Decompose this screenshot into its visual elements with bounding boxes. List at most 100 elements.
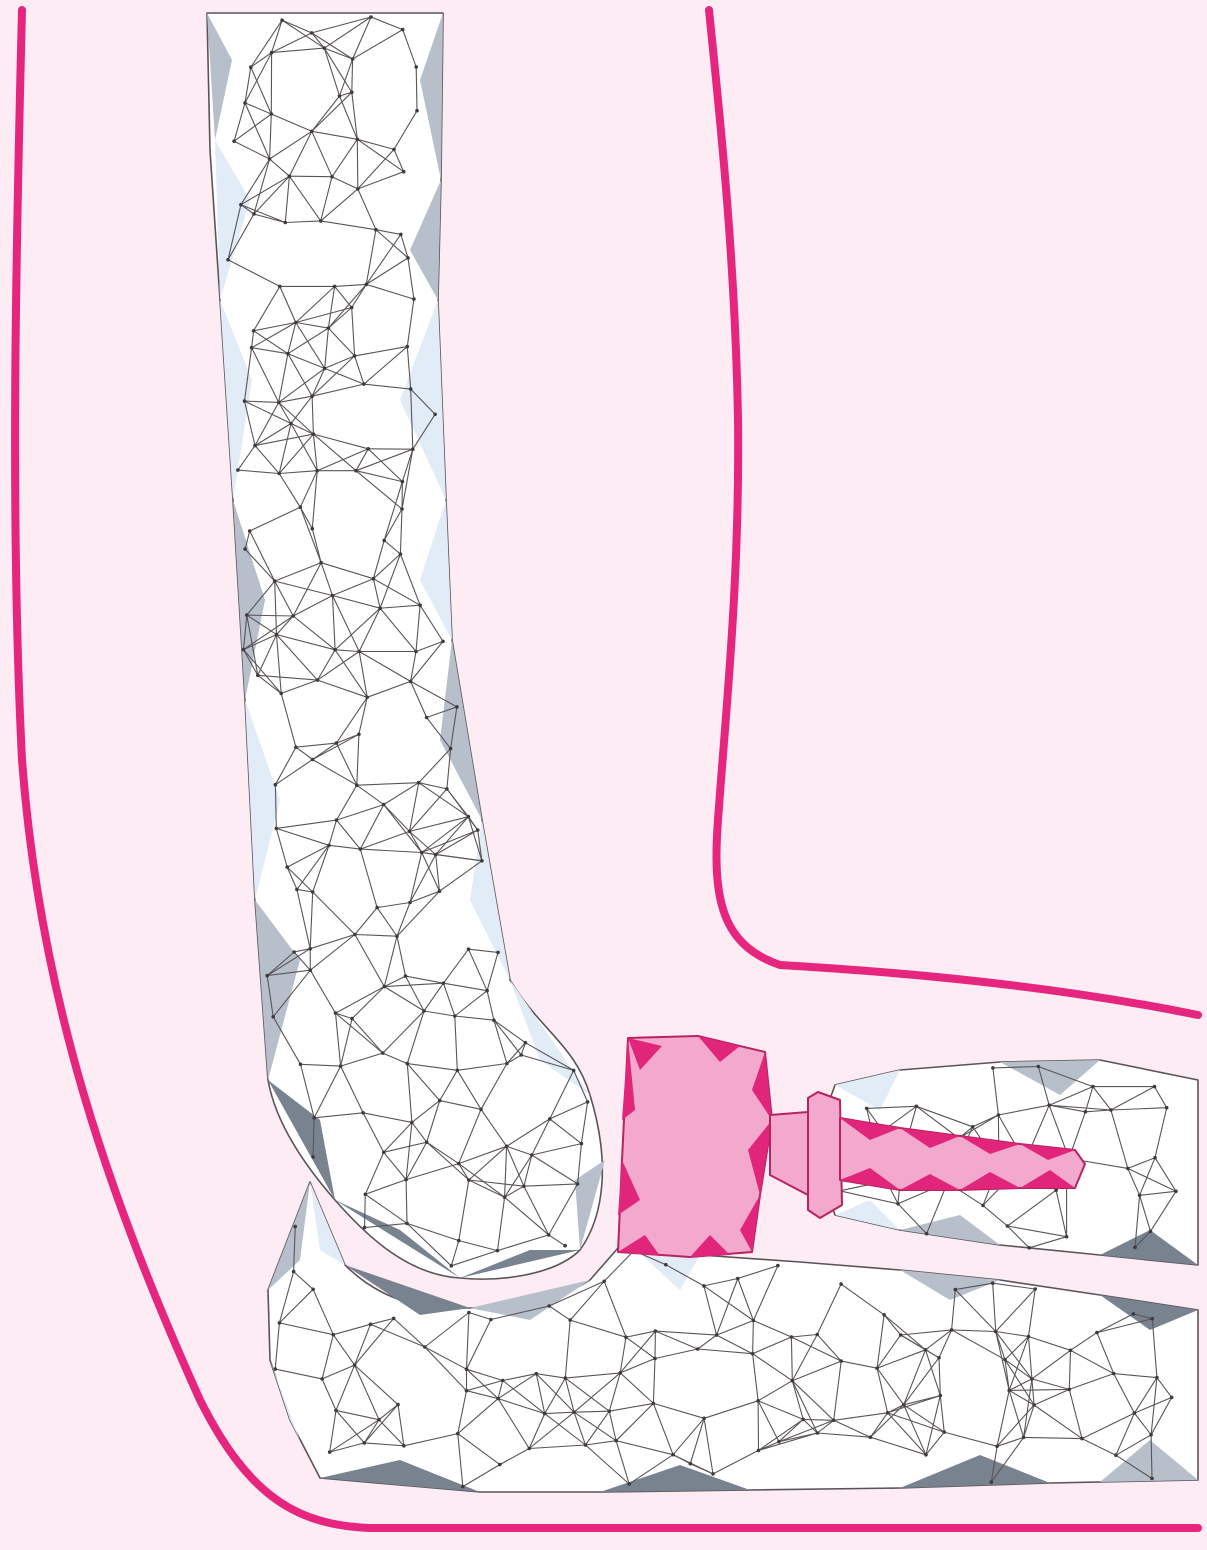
mesh-vertex [433,413,437,417]
mesh-vertex [364,1193,368,1197]
mesh-vertex [311,890,315,894]
mesh-vertex [572,1069,576,1073]
mesh-vertex [1155,1376,1159,1380]
mesh-vertex [273,579,277,583]
mesh-vertex [1080,1437,1084,1441]
mesh-vertex [991,1066,995,1070]
mesh-vertex [310,31,314,35]
mesh-vertex [1065,1235,1069,1239]
mesh-vertex [292,1270,296,1274]
mesh-vertex [702,1417,706,1421]
mesh-vertex [232,139,236,143]
mesh-vertex [438,889,442,893]
mesh-vertex [299,505,303,509]
mesh-vertex [414,65,418,69]
mesh-vertex [330,175,334,179]
mesh-vertex [465,1389,469,1393]
mesh-vertex [865,1107,869,1111]
mesh-vertex [409,680,413,684]
mesh-vertex [1027,1246,1031,1250]
mesh-vertex [350,306,354,310]
mesh-vertex [1084,1110,1088,1114]
mesh-vertex [319,561,323,565]
mesh-vertex [832,1419,836,1423]
mesh-vertex [350,91,354,95]
mesh-vertex [236,468,240,472]
mesh-vertex [412,297,416,301]
mesh-vertex [252,329,256,333]
mesh-vertex [279,692,283,696]
mesh-vertex [715,1333,719,1337]
mesh-vertex [355,783,359,787]
mesh-vertex [1033,1287,1037,1291]
mesh-vertex [777,1440,781,1444]
mesh-vertex [248,529,252,533]
mesh-vertex [411,447,415,451]
mesh-vertex [530,1153,534,1157]
mesh-vertex [950,1328,954,1332]
mesh-vertex [480,859,484,863]
mesh-vertex [414,650,418,654]
implant-collar [808,1092,842,1218]
mesh-vertex [1068,1388,1072,1392]
mesh-vertex [406,345,410,349]
mesh-vertex [332,1333,336,1337]
mesh-vertex [410,1121,414,1125]
mesh-vertex [467,1178,471,1182]
mesh-vertex [608,1409,612,1413]
mesh-vertex [399,552,403,556]
mesh-vertex [939,1394,943,1398]
mesh-vertex [408,830,412,834]
mesh-vertex [496,951,500,955]
mesh-vertex [535,1372,539,1376]
mesh-vertex [954,1288,958,1292]
mesh-vertex [496,1397,500,1401]
mesh-vertex [243,547,247,551]
mesh-vertex [331,594,335,598]
mesh-vertex [312,432,316,436]
mesh-vertex [1032,1403,1036,1407]
mesh-vertex [423,1345,427,1349]
mesh-vertex [1153,1085,1157,1089]
mesh-vertex [392,1317,396,1321]
mesh-vertex [736,1277,740,1281]
mesh-vertex [568,1318,572,1322]
mesh-vertex [994,1330,998,1334]
mesh-vertex [1112,1372,1116,1376]
mesh-vertex [409,387,413,391]
mesh-vertex [624,1335,628,1339]
mesh-vertex [280,18,284,22]
mesh-vertex [356,138,360,142]
mesh-vertex [524,1041,528,1045]
mesh-vertex [942,1430,946,1434]
mesh-vertex [357,733,361,737]
mesh-vertex [1114,1453,1118,1457]
mesh-vertex [320,1377,324,1381]
mesh-vertex [353,354,357,358]
mesh-vertex [250,346,254,350]
mesh-vertex [382,1151,386,1155]
mesh-vertex [1030,1377,1034,1381]
mesh-vertex [291,614,295,618]
mesh-vertex [467,1311,471,1315]
mesh-vertex [315,469,319,473]
mesh-vertex [339,1064,343,1068]
mesh-vertex [369,15,373,19]
mesh-vertex [408,901,412,905]
mesh-vertex [256,674,260,678]
mesh-vertex [522,1184,526,1188]
mesh-vertex [990,1480,994,1484]
mesh-vertex [1153,1156,1157,1160]
mesh-vertex [253,444,257,448]
mesh-vertex [401,480,405,484]
mesh-vertex [664,1263,668,1267]
mesh-vertex [361,1111,365,1115]
mesh-vertex [278,285,282,289]
mesh-vertex [383,985,387,989]
mesh-vertex [801,1418,805,1422]
mesh-vertex [1174,1190,1178,1194]
mesh-vertex [402,170,406,174]
mesh-vertex [418,603,422,607]
mesh-vertex [696,1347,700,1351]
